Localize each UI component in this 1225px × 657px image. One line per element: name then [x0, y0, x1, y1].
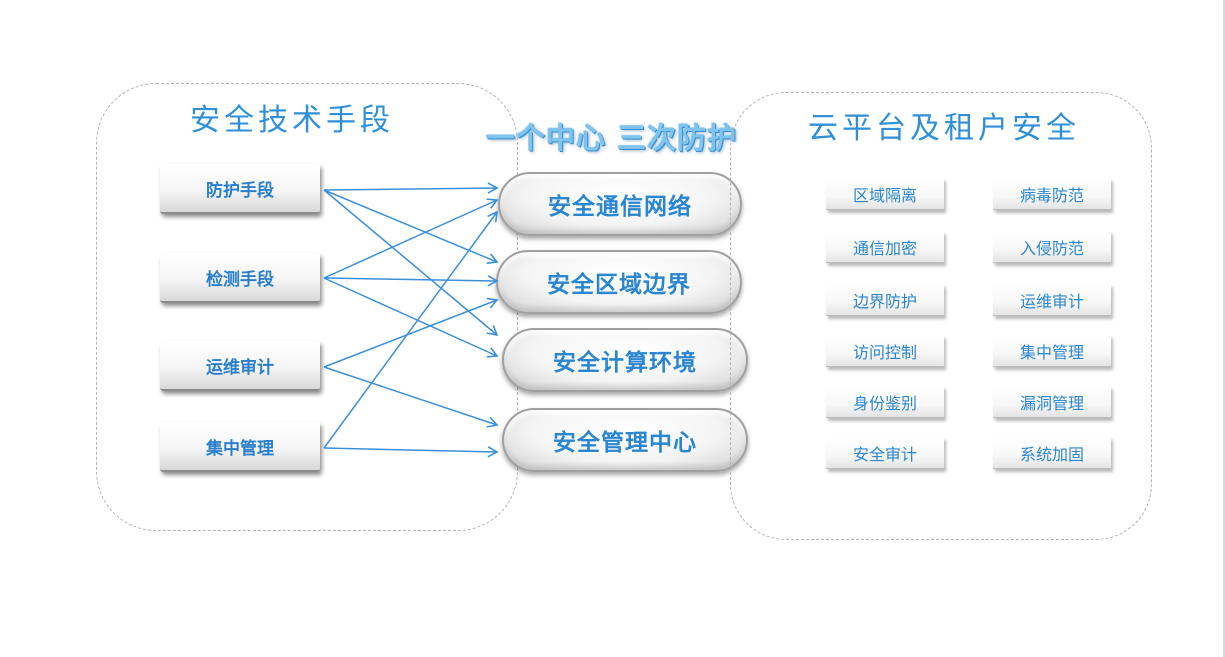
- cloud-item-intrusion-prevention[interactable]: 入侵防范: [993, 231, 1111, 263]
- cloud-item-security-audit[interactable]: 安全审计: [826, 437, 944, 469]
- means-central-management[interactable]: 集中管理: [160, 422, 320, 472]
- means-detection[interactable]: 检测手段: [160, 253, 320, 303]
- cloud-item-central-management[interactable]: 集中管理: [993, 335, 1111, 367]
- cloud-item-zone-isolation[interactable]: 区域隔离: [826, 178, 944, 210]
- pill-secure-network[interactable]: 安全通信网络: [498, 172, 742, 236]
- pill-secure-boundary[interactable]: 安全区域边界: [496, 250, 742, 314]
- cloud-item-virus-prevention[interactable]: 病毒防范: [993, 178, 1111, 210]
- security-means-title: 安全技术手段: [190, 103, 394, 138]
- cloud-item-ops-audit[interactable]: 运维审计: [993, 284, 1111, 316]
- pill-secure-computing[interactable]: 安全计算环境: [502, 328, 748, 392]
- cloud-item-boundary-protection[interactable]: 边界防护: [826, 284, 944, 316]
- cloud-tenant-security-group: [730, 92, 1152, 540]
- pill-security-management-center[interactable]: 安全管理中心: [502, 408, 748, 472]
- cloud-item-vulnerability-management[interactable]: 漏洞管理: [993, 386, 1111, 418]
- center-title: 一个中心 三次防护: [486, 121, 738, 155]
- cloud-item-access-control[interactable]: 访问控制: [826, 335, 944, 367]
- cloud-item-identity-authentication[interactable]: 身份鉴别: [826, 386, 944, 418]
- means-ops-audit[interactable]: 运维审计: [160, 341, 320, 391]
- cloud-item-system-hardening[interactable]: 系统加固: [993, 437, 1111, 469]
- window-edge: [1223, 0, 1225, 657]
- cloud-tenant-security-title: 云平台及租户安全: [808, 111, 1080, 146]
- cloud-item-communication-encryption[interactable]: 通信加密: [826, 231, 944, 263]
- means-protection[interactable]: 防护手段: [160, 164, 320, 214]
